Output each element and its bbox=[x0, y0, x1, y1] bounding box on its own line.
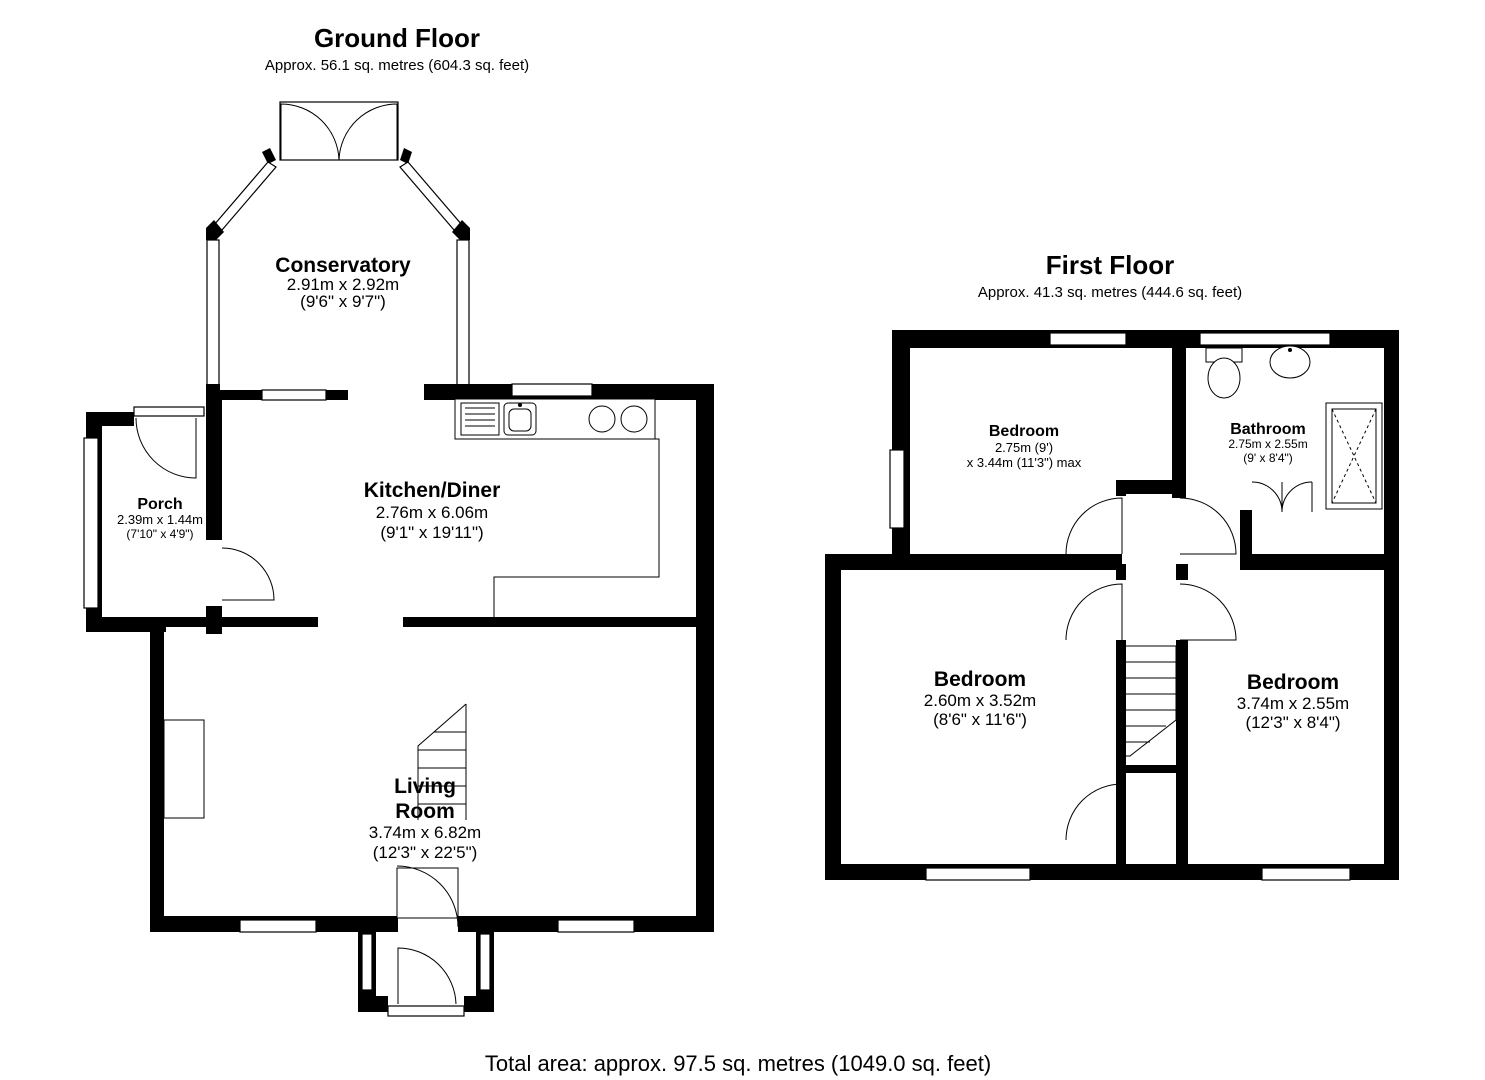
bathroom-name: Bathroom bbox=[1230, 421, 1306, 438]
first-floor-title: First Floor bbox=[1046, 250, 1175, 280]
kitchen-name: Kitchen/Diner bbox=[364, 479, 501, 502]
living-room-imperial: (12'3" x 22'5") bbox=[373, 843, 478, 862]
bedroom-left-metric: 2.60m x 3.52m bbox=[924, 691, 1036, 710]
living-room-name-line2: Room bbox=[395, 800, 455, 823]
conservatory-metric: 2.91m x 2.92m bbox=[287, 275, 399, 294]
kitchen-imperial: (9'1" x 19'11") bbox=[380, 523, 483, 542]
porch-walls bbox=[83, 406, 275, 632]
first-floor-fixtures bbox=[1065, 345, 1383, 841]
bathroom-imperial: (9' x 8'4") bbox=[1243, 451, 1293, 465]
living-room-name-line1: Living bbox=[394, 775, 456, 798]
conservatory-name: Conservatory bbox=[275, 254, 411, 277]
bedroom-right-imperial: (12'3" x 8'4") bbox=[1245, 713, 1340, 732]
living-room-walls bbox=[150, 627, 714, 1017]
first-floor-area: Approx. 41.3 sq. metres (444.6 sq. feet) bbox=[978, 284, 1242, 301]
ground-floor-area: Approx. 56.1 sq. metres (604.3 sq. feet) bbox=[265, 57, 529, 74]
bedroom-right-name: Bedroom bbox=[1247, 671, 1339, 694]
bedroom-left-imperial: (8'6" x 11'6") bbox=[933, 710, 1027, 729]
kitchen-fixtures bbox=[454, 398, 660, 617]
bedroom-left-name: Bedroom bbox=[934, 668, 1026, 691]
kitchen-walls bbox=[160, 383, 714, 634]
porch-metric: 2.39m x 1.44m bbox=[117, 512, 203, 527]
total-area: Total area: approx. 97.5 sq. metres (104… bbox=[485, 1051, 991, 1076]
conservatory-imperial: (9'6" x 9'7") bbox=[300, 292, 386, 311]
ground-floor-plan: Ground Floor Approx. 56.1 sq. metres (60… bbox=[83, 23, 714, 1017]
bedroom-top-line1: 2.75m (9') bbox=[995, 440, 1053, 455]
first-floor-walls bbox=[825, 330, 1399, 881]
first-floor-plan: First Floor Approx. 41.3 sq. metres (444… bbox=[825, 250, 1399, 881]
ground-floor-title: Ground Floor bbox=[314, 23, 480, 53]
bathroom-metric: 2.75m x 2.55m bbox=[1228, 437, 1307, 451]
kitchen-metric: 2.76m x 6.06m bbox=[376, 503, 488, 522]
bedroom-top-line2: x 3.44m (11'3") max bbox=[967, 455, 1082, 470]
living-room-metric: 3.74m x 6.82m bbox=[369, 823, 481, 842]
porch-imperial: (7'10" x 4'9") bbox=[126, 527, 193, 541]
bedroom-top-name: Bedroom bbox=[989, 423, 1059, 440]
bedroom-right-metric: 3.74m x 2.55m bbox=[1237, 694, 1349, 713]
conservatory-walls bbox=[206, 101, 470, 400]
porch-name: Porch bbox=[137, 496, 182, 513]
